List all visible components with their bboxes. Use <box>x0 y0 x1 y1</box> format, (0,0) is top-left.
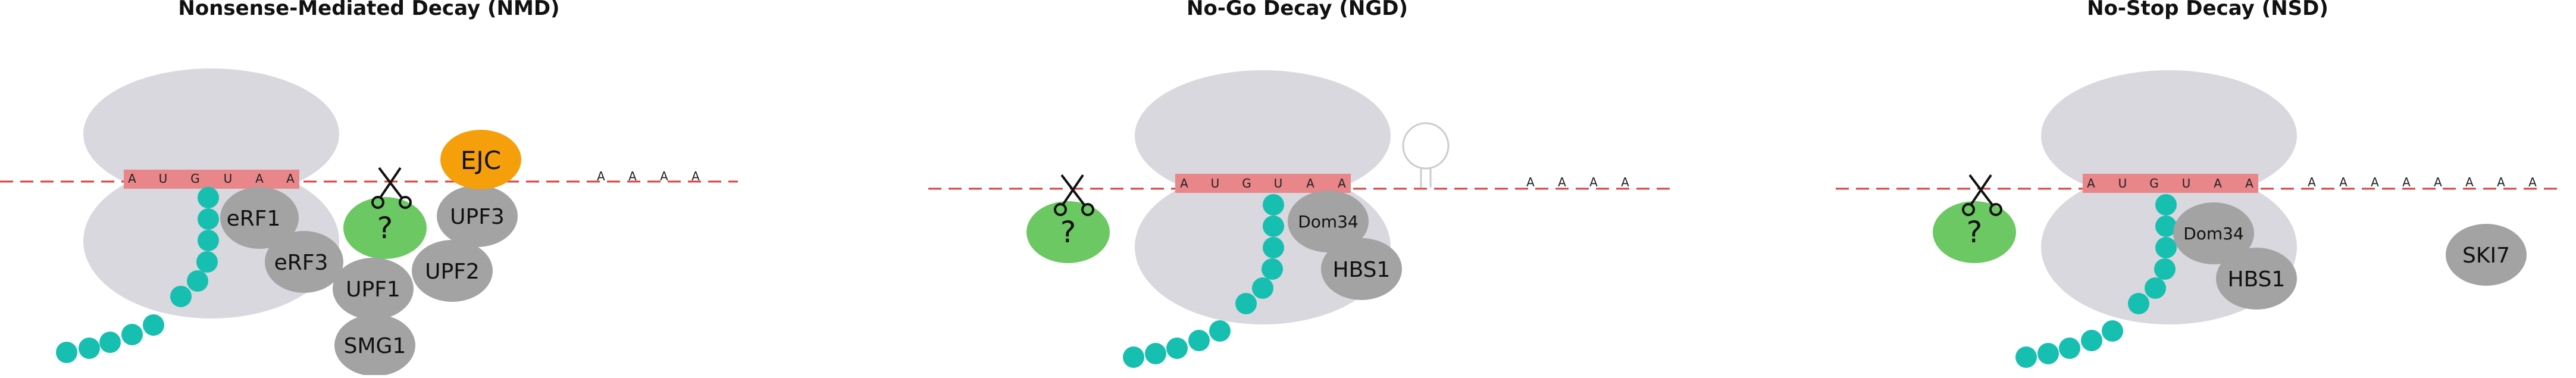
ribosome-small-subunit <box>83 68 339 199</box>
upf2-label: UPF2 <box>425 260 480 284</box>
codon-letter: G <box>2149 176 2159 190</box>
unknown-endonuclease: ? <box>1933 201 2016 263</box>
nmd-panel: Nonsense-Mediated Decay (NMD) A U G U A … <box>0 0 738 376</box>
hbs1-factor: HBS1 <box>1321 238 1402 300</box>
erf1-factor: eRF1 <box>220 187 299 249</box>
codon-letters: A U G U A A <box>2087 176 2253 190</box>
codon-letter: U <box>1211 176 1220 190</box>
dom34-factor: Dom34 <box>1288 190 1369 252</box>
codon-letter: A <box>2214 176 2222 190</box>
ribosome-small-subunit <box>1135 70 1391 201</box>
smg1-factor: SMG1 <box>334 314 415 376</box>
smg1-label: SMG1 <box>344 334 406 358</box>
codon-box <box>124 170 299 189</box>
codon-box <box>1175 174 1351 193</box>
hbs1-label: HBS1 <box>2228 267 2286 292</box>
upf3-factor: UPF3 <box>437 185 518 247</box>
scissors-icon <box>1054 174 1094 216</box>
nascent-peptide <box>1123 194 1284 368</box>
codon-box <box>2083 174 2258 193</box>
poly-a-letter: A <box>660 169 668 183</box>
poly-a-letter: A <box>2339 175 2347 189</box>
poly-a-tail: A A A A <box>597 169 700 183</box>
unknown-label: ? <box>1060 215 1076 249</box>
poly-a-letter: A <box>2528 175 2537 189</box>
codon-letters: A U G U A A <box>1180 176 1346 190</box>
codon-letter: A <box>128 171 136 186</box>
unknown-label: ? <box>1967 215 1983 249</box>
ski7-factor: SKI7 <box>2446 224 2527 286</box>
unknown-endonuclease: ? <box>343 197 427 259</box>
poly-a-letter: A <box>597 169 605 183</box>
poly-a-letter: A <box>1589 175 1598 189</box>
codon-letter: A <box>1306 176 1314 190</box>
erf3-factor: eRF3 <box>265 231 343 293</box>
codon-letter: U <box>1274 176 1283 190</box>
dom34-label: Dom34 <box>2183 224 2244 243</box>
unknown-endonuclease: ? <box>1026 201 1110 263</box>
codon-letter: A <box>1180 176 1188 190</box>
erf1-label: eRF1 <box>227 207 281 231</box>
codon-letter: A <box>255 171 264 186</box>
hairpin-icon <box>1402 122 1450 188</box>
codon-letter: G <box>1242 176 1251 190</box>
ejc-complex: EJC <box>440 130 521 189</box>
codon-letter: U <box>159 171 168 186</box>
ski7-label: SKI7 <box>2462 243 2510 268</box>
poly-a-letter: A <box>2371 175 2379 189</box>
poly-a-letter: A <box>628 169 637 183</box>
nmd-title: Nonsense-Mediated Decay (NMD) <box>178 0 559 20</box>
scissors-icon <box>1962 174 2002 216</box>
scissors-icon <box>371 167 412 209</box>
hbs1-label: HBS1 <box>1333 258 1391 282</box>
dom34-label: Dom34 <box>1298 212 1359 232</box>
ngd-title: No-Go Decay (NGD) <box>1187 0 1408 20</box>
poly-a-letter: A <box>2308 175 2316 189</box>
poly-a-letter: A <box>2402 175 2411 189</box>
codon-letters: A U G U A A <box>128 171 295 186</box>
nascent-peptide <box>2015 194 2177 368</box>
ribosome-small-subunit <box>2041 70 2297 201</box>
codon-letter: A <box>2087 176 2095 190</box>
codon-letter: A <box>286 171 295 186</box>
unknown-label: ? <box>377 211 393 245</box>
upf1-factor: UPF1 <box>333 258 414 320</box>
codon-letter: U <box>2118 176 2127 190</box>
hbs1-factor: HBS1 <box>2216 248 2297 310</box>
dom34-factor: Dom34 <box>2173 202 2254 264</box>
codon-letter: U <box>224 171 233 186</box>
poly-a-letter: A <box>2497 175 2505 189</box>
upf1-label: UPF1 <box>346 277 400 302</box>
codon-letter: U <box>2182 176 2191 190</box>
codon-letter: A <box>1338 176 1346 190</box>
poly-a-letter: A <box>1558 175 1566 189</box>
upf3-label: UPF3 <box>450 205 505 229</box>
ngd-panel: No-Go Decay (NGD) A U G U A A A A A A <box>928 0 1672 368</box>
nsd-panel: No-Stop Decay (NSD) A U G U A A A A A A … <box>1836 0 2559 368</box>
poly-a-letter: A <box>2434 175 2442 189</box>
poly-a-letter: A <box>1526 175 1535 189</box>
upf2-factor: UPF2 <box>412 240 493 302</box>
nsd-title: No-Stop Decay (NSD) <box>2087 0 2328 20</box>
nascent-peptide <box>56 187 219 363</box>
poly-a-tail: A A A A A A A A <box>2308 175 2537 189</box>
poly-a-letter: A <box>2465 175 2474 189</box>
poly-a-tail: A A A A <box>1526 175 1629 189</box>
codon-letter: G <box>190 171 200 186</box>
poly-a-letter: A <box>691 169 700 183</box>
codon-letter: A <box>2245 176 2253 190</box>
erf3-label: eRF3 <box>274 251 328 275</box>
poly-a-letter: A <box>1621 175 1629 189</box>
ejc-label: EJC <box>461 146 501 175</box>
